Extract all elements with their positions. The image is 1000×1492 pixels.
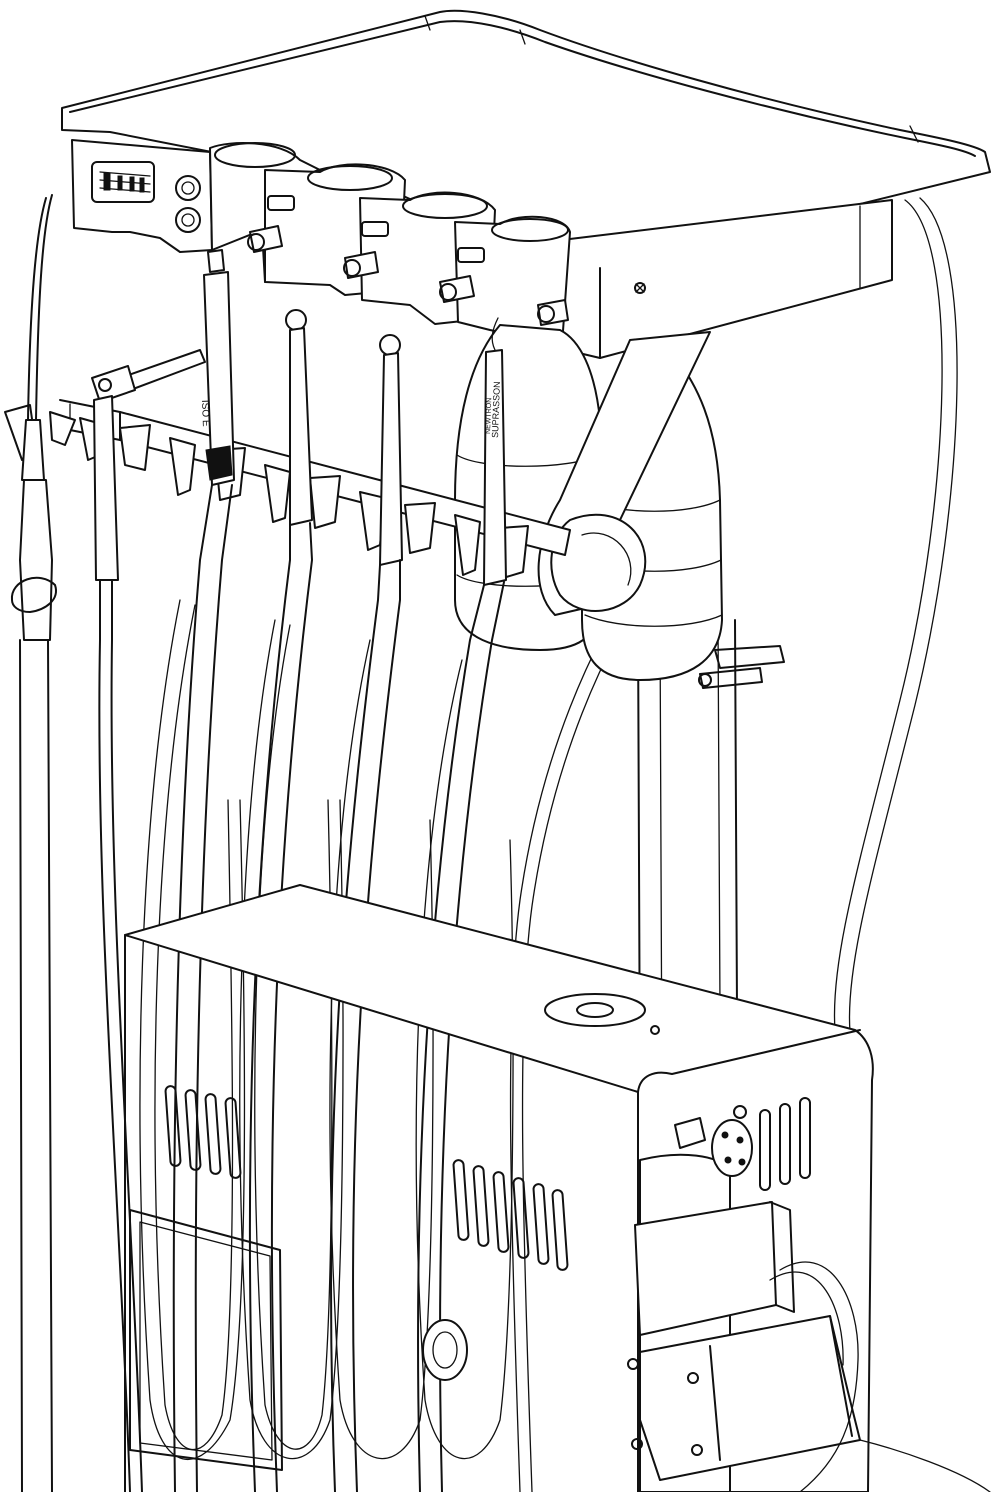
motor-marking: ISO E bbox=[199, 400, 211, 427]
left-control-panel bbox=[71, 139, 213, 253]
handpiece-brand: SUPRASSON bbox=[490, 381, 502, 438]
triplex-handpiece bbox=[91, 349, 206, 1492]
cabinet-side-port bbox=[422, 1319, 468, 1381]
pressure-valve bbox=[674, 1105, 753, 1177]
cabinet-vent-slots bbox=[164, 1085, 811, 1271]
control-knob-upper bbox=[175, 175, 201, 201]
cabinet-top-fitting bbox=[544, 993, 660, 1035]
pressure-gauge bbox=[99, 171, 151, 193]
control-knob-lower bbox=[175, 207, 201, 233]
handpiece-maker: NEWTRON bbox=[485, 398, 493, 434]
holder-clips bbox=[4, 404, 529, 579]
hose-connectors bbox=[247, 225, 569, 326]
micromotor-handpiece: ISO E bbox=[172, 249, 235, 1492]
cabinet-internals bbox=[627, 1105, 991, 1492]
air-water-syringe bbox=[10, 194, 57, 1492]
